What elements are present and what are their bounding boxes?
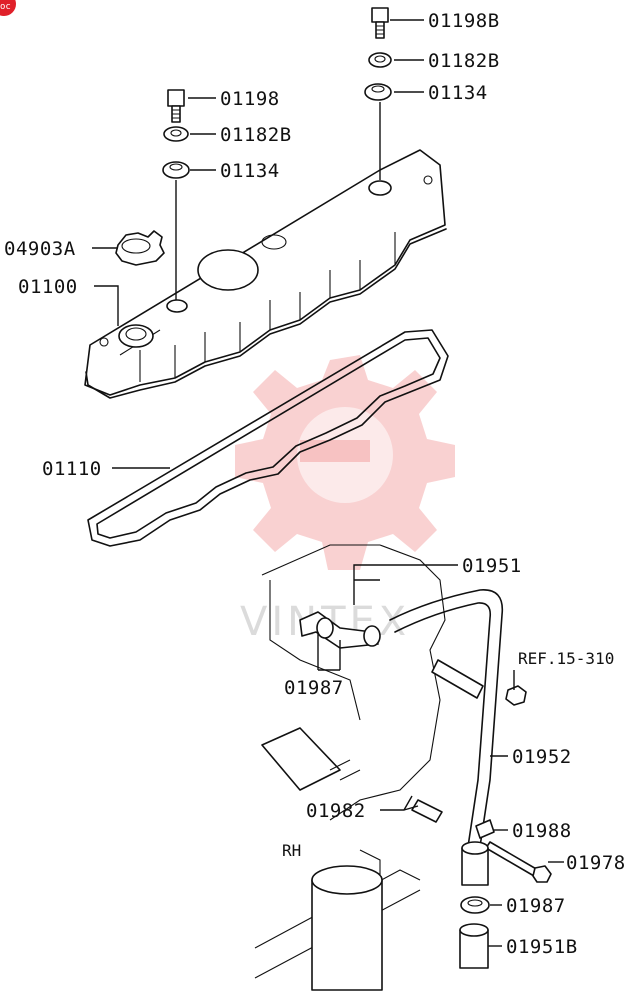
- pipe-bolt: [485, 841, 552, 883]
- callout-bolt-rh: 01198B: [428, 10, 500, 32]
- bolt-rh: [371, 7, 389, 39]
- engine-block: [254, 544, 446, 979]
- breather-pipe: [389, 589, 504, 861]
- grommet-lh: [162, 161, 190, 179]
- callout-breather-pipe: 01952: [512, 746, 572, 768]
- rocker-cover-gasket: [87, 329, 449, 547]
- svg-text:oc: oc: [0, 2, 11, 12]
- callout-ref: REF.15-310: [518, 649, 614, 668]
- callout-clip: 01988: [512, 820, 572, 842]
- pipe-end: [461, 841, 489, 886]
- pipe-clip: [475, 819, 495, 839]
- oil-filler-cap: [115, 230, 165, 266]
- washer-rh: [368, 52, 392, 68]
- callout-hose-lower: 01951B: [506, 936, 578, 958]
- callout-washer-rh: 01182B: [428, 50, 500, 72]
- nipple: [411, 799, 443, 823]
- callout-grommet-rh: 01134: [428, 82, 488, 104]
- grommet-rh: [364, 83, 392, 101]
- callout-rocker-cover: 01100: [18, 276, 78, 298]
- callout-washer-lh: 01182B: [220, 124, 292, 146]
- watermark-logo: VINTEX: [235, 355, 455, 645]
- corner-badge: oc: [0, 0, 16, 16]
- breather-hose-upper: [299, 611, 381, 649]
- bolt-lh: [167, 89, 185, 123]
- callout-pipe-bolt: 01978: [566, 852, 626, 874]
- callout-nipple: 01982: [306, 800, 366, 822]
- callout-oil-cap: 04903A: [4, 238, 76, 260]
- callout-hose-upper: 01951: [462, 555, 522, 577]
- breather-hose-lower: [459, 923, 489, 969]
- washer-lh: [163, 126, 189, 142]
- hose-clamp-lower: [460, 896, 490, 914]
- callout-bolt-lh: 01198: [220, 88, 280, 110]
- callout-clamp-upper: 01987: [284, 677, 344, 699]
- callout-clamp-lower: 01987: [506, 895, 566, 917]
- rocker-cover: [84, 149, 447, 399]
- oil-filter: [311, 865, 383, 991]
- side-label-rh: RH: [282, 841, 301, 860]
- callout-grommet-lh: 01134: [220, 160, 280, 182]
- callout-gasket: 01110: [42, 458, 102, 480]
- ref-bolt: [505, 685, 527, 706]
